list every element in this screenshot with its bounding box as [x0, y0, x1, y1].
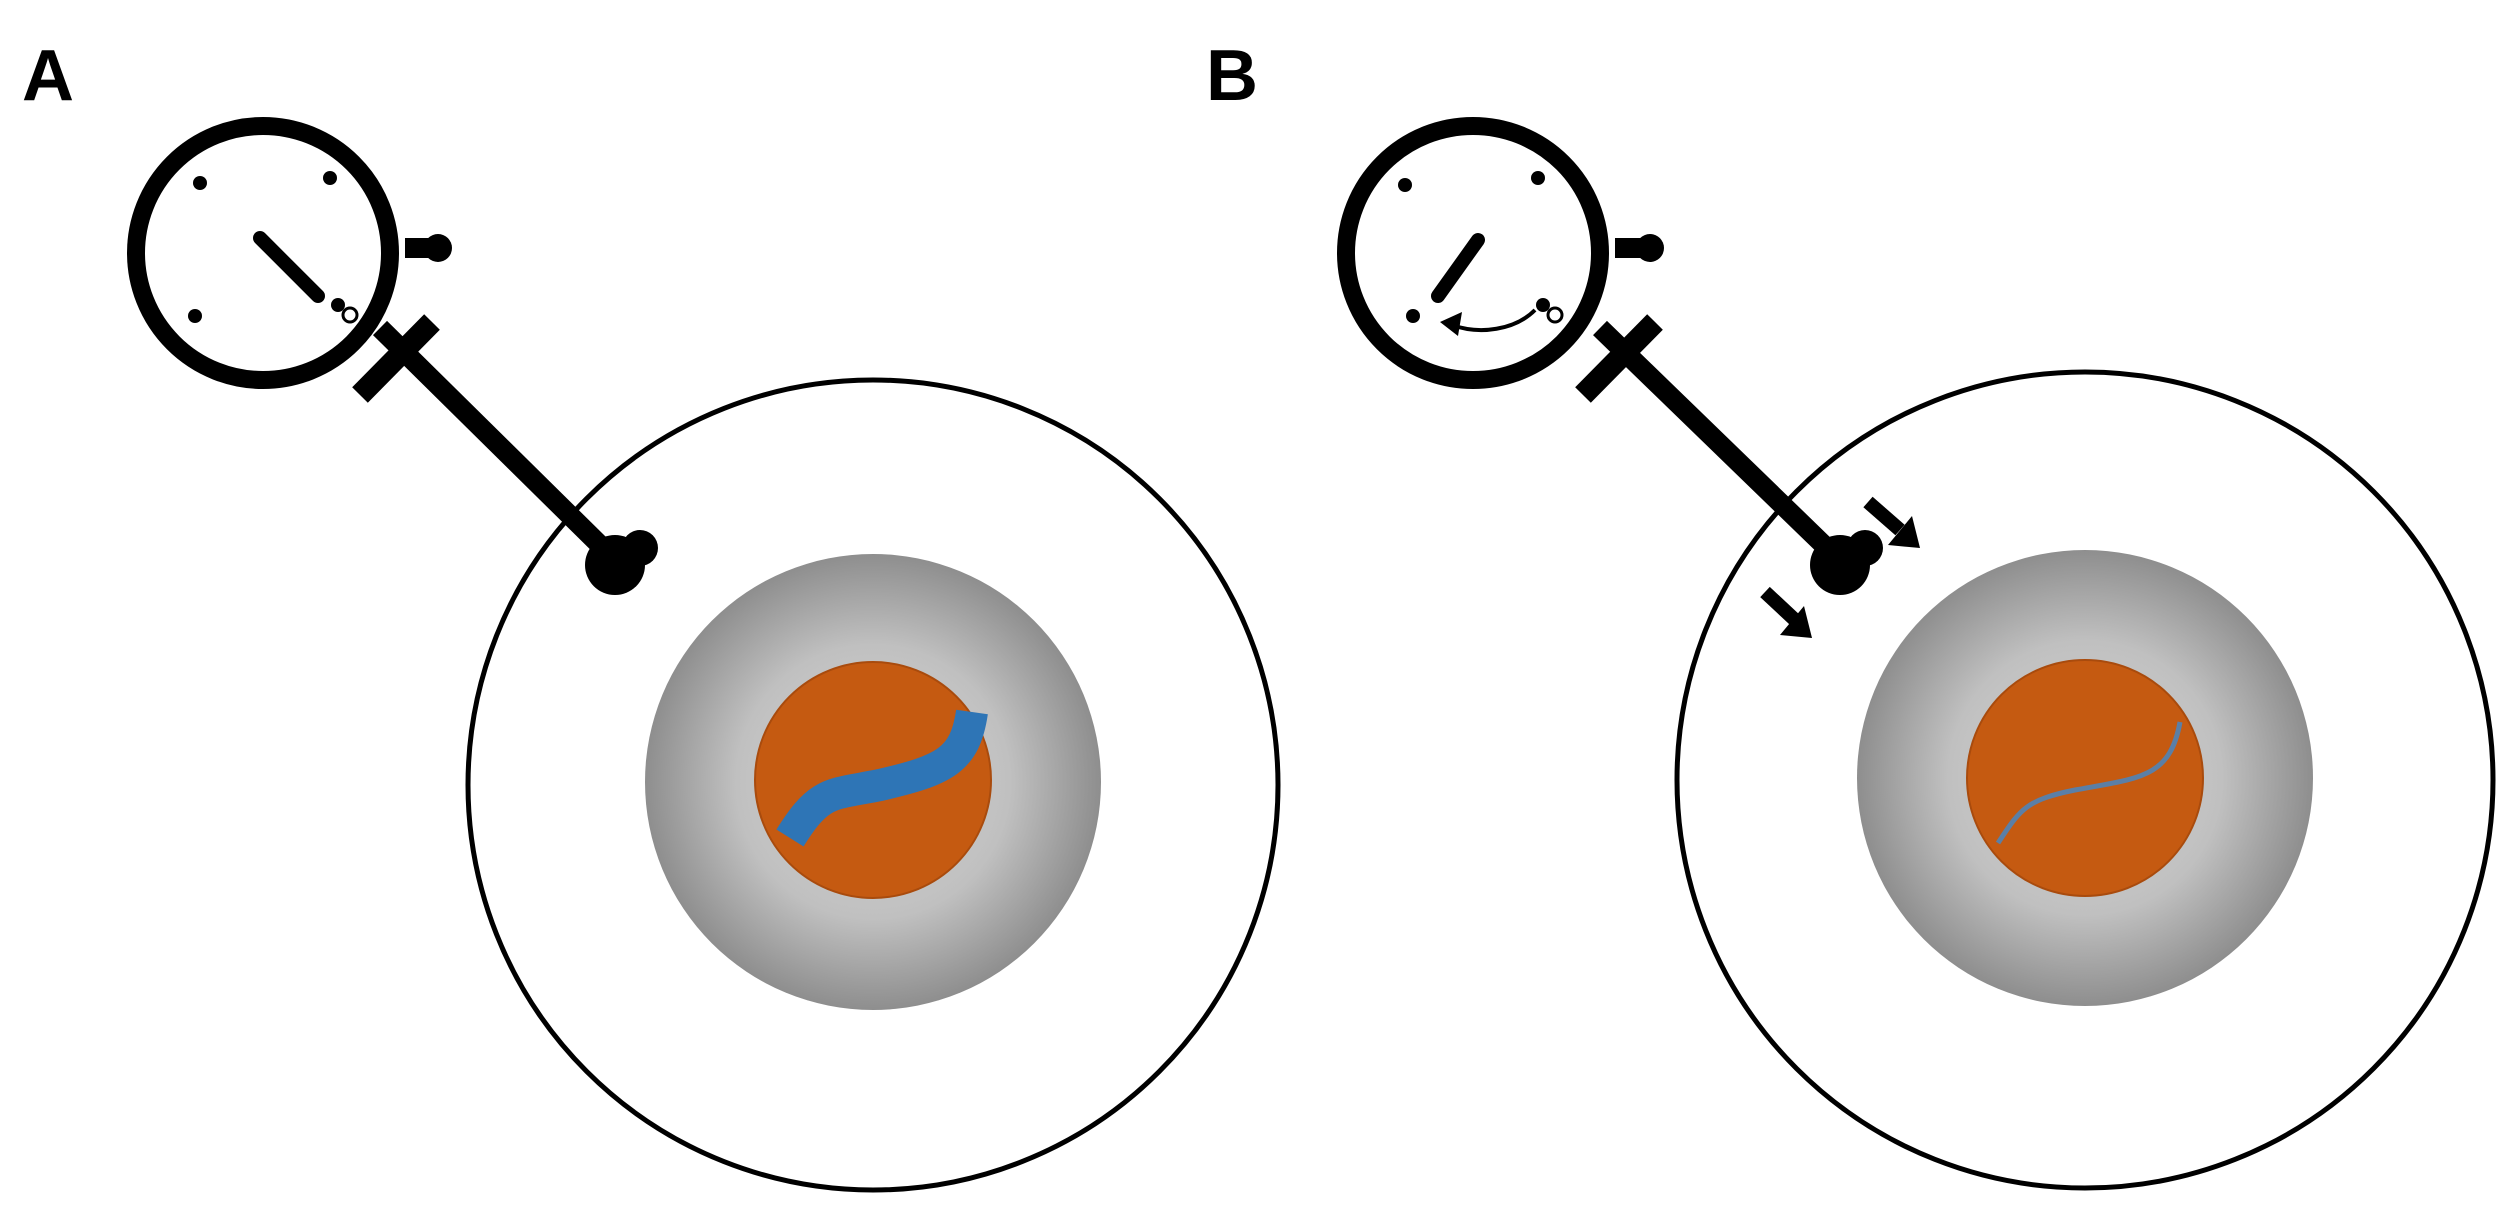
dial-icon — [1337, 117, 1664, 389]
panel-label-b: B — [1206, 36, 1258, 116]
band-thin-b — [1995, 721, 2183, 845]
probe-arm-icon — [352, 314, 658, 595]
curved-arrow-icon — [1440, 308, 1537, 336]
panel-b: B — [1206, 36, 2496, 1191]
panel-label-a: A — [22, 36, 74, 116]
panel-a: A — [22, 36, 1281, 1193]
core-b — [1966, 659, 2204, 897]
outer-circle-a — [465, 377, 1281, 1193]
dial-icon — [127, 117, 452, 389]
band-thick-a — [776, 709, 988, 847]
probe-arm-icon — [1575, 314, 1883, 595]
outer-circle-b — [1674, 369, 2496, 1191]
outward-arrow-icon — [1760, 496, 1920, 638]
